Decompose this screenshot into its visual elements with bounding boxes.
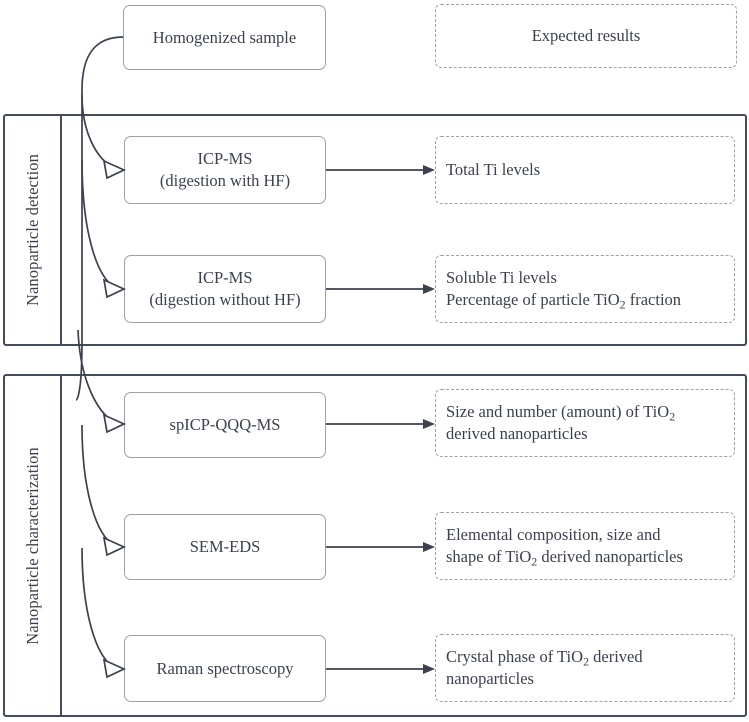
result-label-line2: Percentage of particle TiO2 fraction bbox=[446, 290, 682, 312]
group-nanoparticle-characterization: Nanoparticle characterization bbox=[3, 374, 747, 717]
results-header-label: Expected results bbox=[531, 25, 641, 45]
result-label-line2: derived nanoparticles bbox=[446, 424, 588, 443]
group-divider bbox=[60, 376, 62, 715]
result-label-line1: Size and number (amount) of TiO2 bbox=[446, 401, 676, 424]
results-header: Expected results bbox=[435, 4, 737, 68]
node-icp-ms-with-hf[interactable]: ICP-MS (digestion with HF) bbox=[124, 136, 326, 204]
result-crystal-phase: Crystal phase of TiO2 derived nanopartic… bbox=[435, 634, 735, 702]
node-homogenized-sample[interactable]: Homogenized sample bbox=[123, 5, 326, 70]
result-label: Elemental composition, size and shape of… bbox=[446, 524, 683, 568]
result-label-line1: Soluble Ti levels bbox=[446, 267, 557, 287]
result-label: Total Ti levels bbox=[446, 159, 540, 181]
group-label-nanoparticle-characterization: Nanoparticle characterization bbox=[5, 376, 61, 715]
group-label-text: Nanoparticle detection bbox=[23, 153, 43, 307]
node-label-line1: ICP-MS bbox=[197, 149, 253, 169]
result-elemental-composition: Elemental composition, size and shape of… bbox=[435, 512, 735, 580]
result-label-line2: shape of TiO2 derived nanoparticles bbox=[446, 547, 683, 569]
result-size-and-number: Size and number (amount) of TiO2 derived… bbox=[435, 389, 735, 457]
group-label-text: Nanoparticle characterization bbox=[23, 446, 43, 645]
group-nanoparticle-detection: Nanoparticle detection bbox=[3, 114, 747, 346]
node-label: SEM-EDS bbox=[189, 537, 261, 557]
node-sem-eds[interactable]: SEM-EDS bbox=[124, 514, 326, 580]
node-label: ICP-MS (digestion with HF) bbox=[160, 148, 290, 192]
result-label-line1: Total Ti levels bbox=[446, 159, 541, 179]
node-icp-ms-without-hf[interactable]: ICP-MS (digestion without HF) bbox=[124, 255, 326, 323]
result-label-line1: Elemental composition, size and bbox=[446, 524, 661, 544]
result-total-ti-levels: Total Ti levels bbox=[435, 136, 735, 204]
node-label: Raman spectroscopy bbox=[156, 658, 294, 678]
node-label: ICP-MS (digestion without HF) bbox=[149, 267, 300, 311]
node-label-line2: (digestion with HF) bbox=[159, 171, 291, 190]
result-label-line1: Crystal phase of TiO2 derived bbox=[446, 646, 643, 669]
node-label-line2: (digestion without HF) bbox=[149, 290, 301, 309]
result-soluble-ti-levels: Soluble Ti levels Percentage of particle… bbox=[435, 255, 735, 323]
result-label-line2: nanoparticles bbox=[446, 669, 534, 688]
node-label-line1: ICP-MS bbox=[197, 268, 253, 288]
node-label: spICP-QQQ-MS bbox=[169, 415, 281, 435]
node-label: Homogenized sample bbox=[152, 27, 297, 47]
result-label: Soluble Ti levels Percentage of particle… bbox=[446, 267, 681, 311]
result-label: Size and number (amount) of TiO2 derived… bbox=[446, 401, 675, 445]
group-divider bbox=[60, 116, 62, 344]
result-label: Crystal phase of TiO2 derived nanopartic… bbox=[446, 646, 643, 690]
node-spicp-qqq-ms[interactable]: spICP-QQQ-MS bbox=[124, 392, 326, 458]
node-raman-spectroscopy[interactable]: Raman spectroscopy bbox=[124, 635, 326, 702]
group-label-nanoparticle-detection: Nanoparticle detection bbox=[5, 116, 61, 344]
